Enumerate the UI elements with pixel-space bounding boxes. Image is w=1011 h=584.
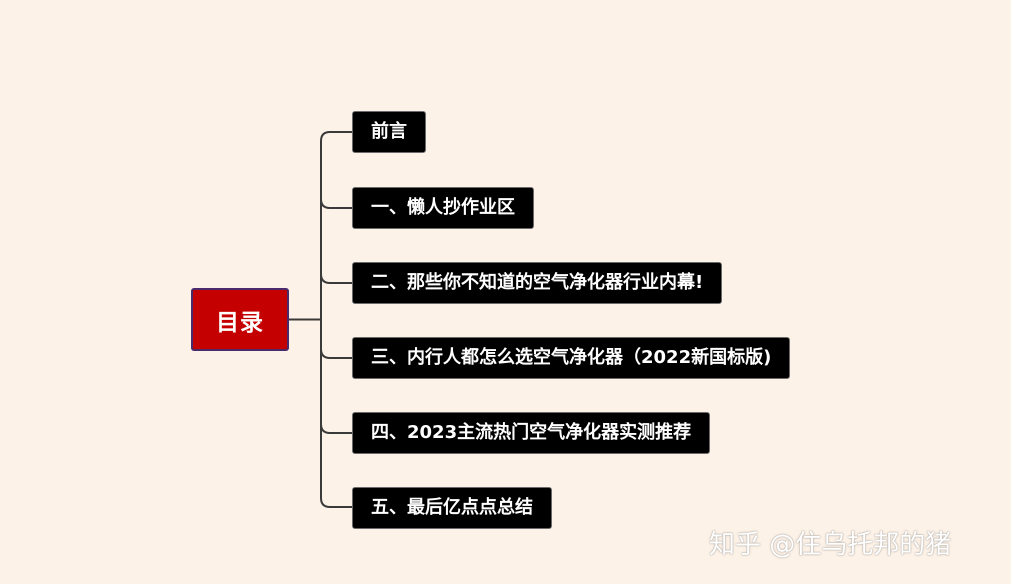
- branch-node-label: 一、懒人抄作业区: [371, 197, 515, 218]
- connector-branch-3: [320, 273, 352, 284]
- branch-node-summary[interactable]: 五、最后亿点点总结: [352, 487, 552, 529]
- root-node-label: 目录: [216, 309, 264, 336]
- branch-node-label: 二、那些你不知道的空气净化器行业内幕!: [371, 272, 704, 293]
- connector-branch-4: [320, 348, 352, 359]
- branch-node-label: 前言: [371, 121, 407, 142]
- branch-node-recommendations[interactable]: 四、2023主流热门空气净化器实测推荐: [352, 412, 711, 454]
- connector-branch-5: [320, 423, 352, 434]
- branch-node-industry-insider[interactable]: 二、那些你不知道的空气净化器行业内幕!: [352, 262, 723, 304]
- branch-node-preface[interactable]: 前言: [352, 111, 426, 153]
- branch-node-lazy-copy[interactable]: 一、懒人抄作业区: [352, 187, 534, 229]
- branch-node-label: 五、最后亿点点总结: [371, 497, 533, 518]
- branch-node-label: 四、2023主流热门空气净化器实测推荐: [371, 422, 692, 443]
- connector-trunk: [320, 131, 331, 508]
- branch-node-label: 三、内行人都怎么选空气净化器（2022新国标版): [371, 347, 772, 368]
- connector-branch-2: [320, 198, 352, 209]
- zhihu-watermark: 知乎 @住乌托邦的猪: [709, 530, 952, 560]
- root-node-toc[interactable]: 目录: [191, 288, 289, 351]
- branch-node-how-to-choose[interactable]: 三、内行人都怎么选空气净化器（2022新国标版): [352, 337, 791, 379]
